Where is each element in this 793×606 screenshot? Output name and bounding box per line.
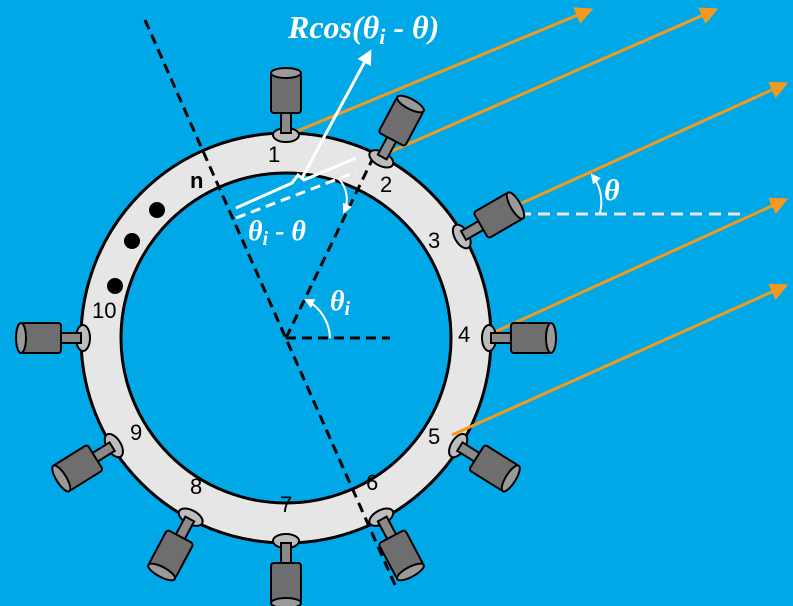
theta-arc xyxy=(590,173,603,214)
projection-bracket xyxy=(235,49,372,220)
sensor-10 xyxy=(15,322,91,354)
sensor-label-2: 2 xyxy=(380,172,392,197)
sensor-3 xyxy=(451,191,526,250)
sensor-4 xyxy=(481,322,557,354)
projection-label: Rcos(θi - θ) xyxy=(287,9,439,49)
sensor-label-1: 1 xyxy=(268,142,280,167)
beam-1 xyxy=(289,7,594,136)
theta-i-arc xyxy=(304,299,331,339)
sensor-label-8: 8 xyxy=(190,474,202,499)
sensor-2 xyxy=(368,94,425,169)
sensor-label-4: 4 xyxy=(458,322,470,347)
sensor-2-radius-line xyxy=(284,159,374,339)
sensor-1 xyxy=(270,67,302,143)
beam-5 xyxy=(451,283,789,437)
sensor-label-9: 9 xyxy=(130,420,142,445)
beam-2 xyxy=(375,7,719,160)
sensor-label-5: 5 xyxy=(428,424,440,449)
sensor-9 xyxy=(51,432,124,493)
angle-diff-arc xyxy=(337,177,352,214)
sensor-group: 1 2 3 4 5 6 7 8 9 10 n xyxy=(15,67,557,606)
angle-diff-label: θi - θ xyxy=(248,216,306,250)
sensor-label-n: n xyxy=(190,168,203,193)
beam-4 xyxy=(487,197,789,337)
continuation-dots xyxy=(107,202,165,294)
theta-label: θ xyxy=(604,174,620,207)
sensor-label-6: 6 xyxy=(366,470,378,495)
sensor-8 xyxy=(147,507,204,582)
sensor-5 xyxy=(448,432,521,493)
sensor-label-10: 10 xyxy=(92,298,116,323)
sensor-7 xyxy=(270,533,302,606)
sensor-label-3: 3 xyxy=(428,228,440,253)
projection-arrow xyxy=(300,49,372,179)
sensor-6 xyxy=(368,507,425,582)
theta-i-label: θi xyxy=(330,286,351,320)
sensor-n-axis-line xyxy=(143,19,397,586)
sensor-label-7: 7 xyxy=(280,492,292,517)
